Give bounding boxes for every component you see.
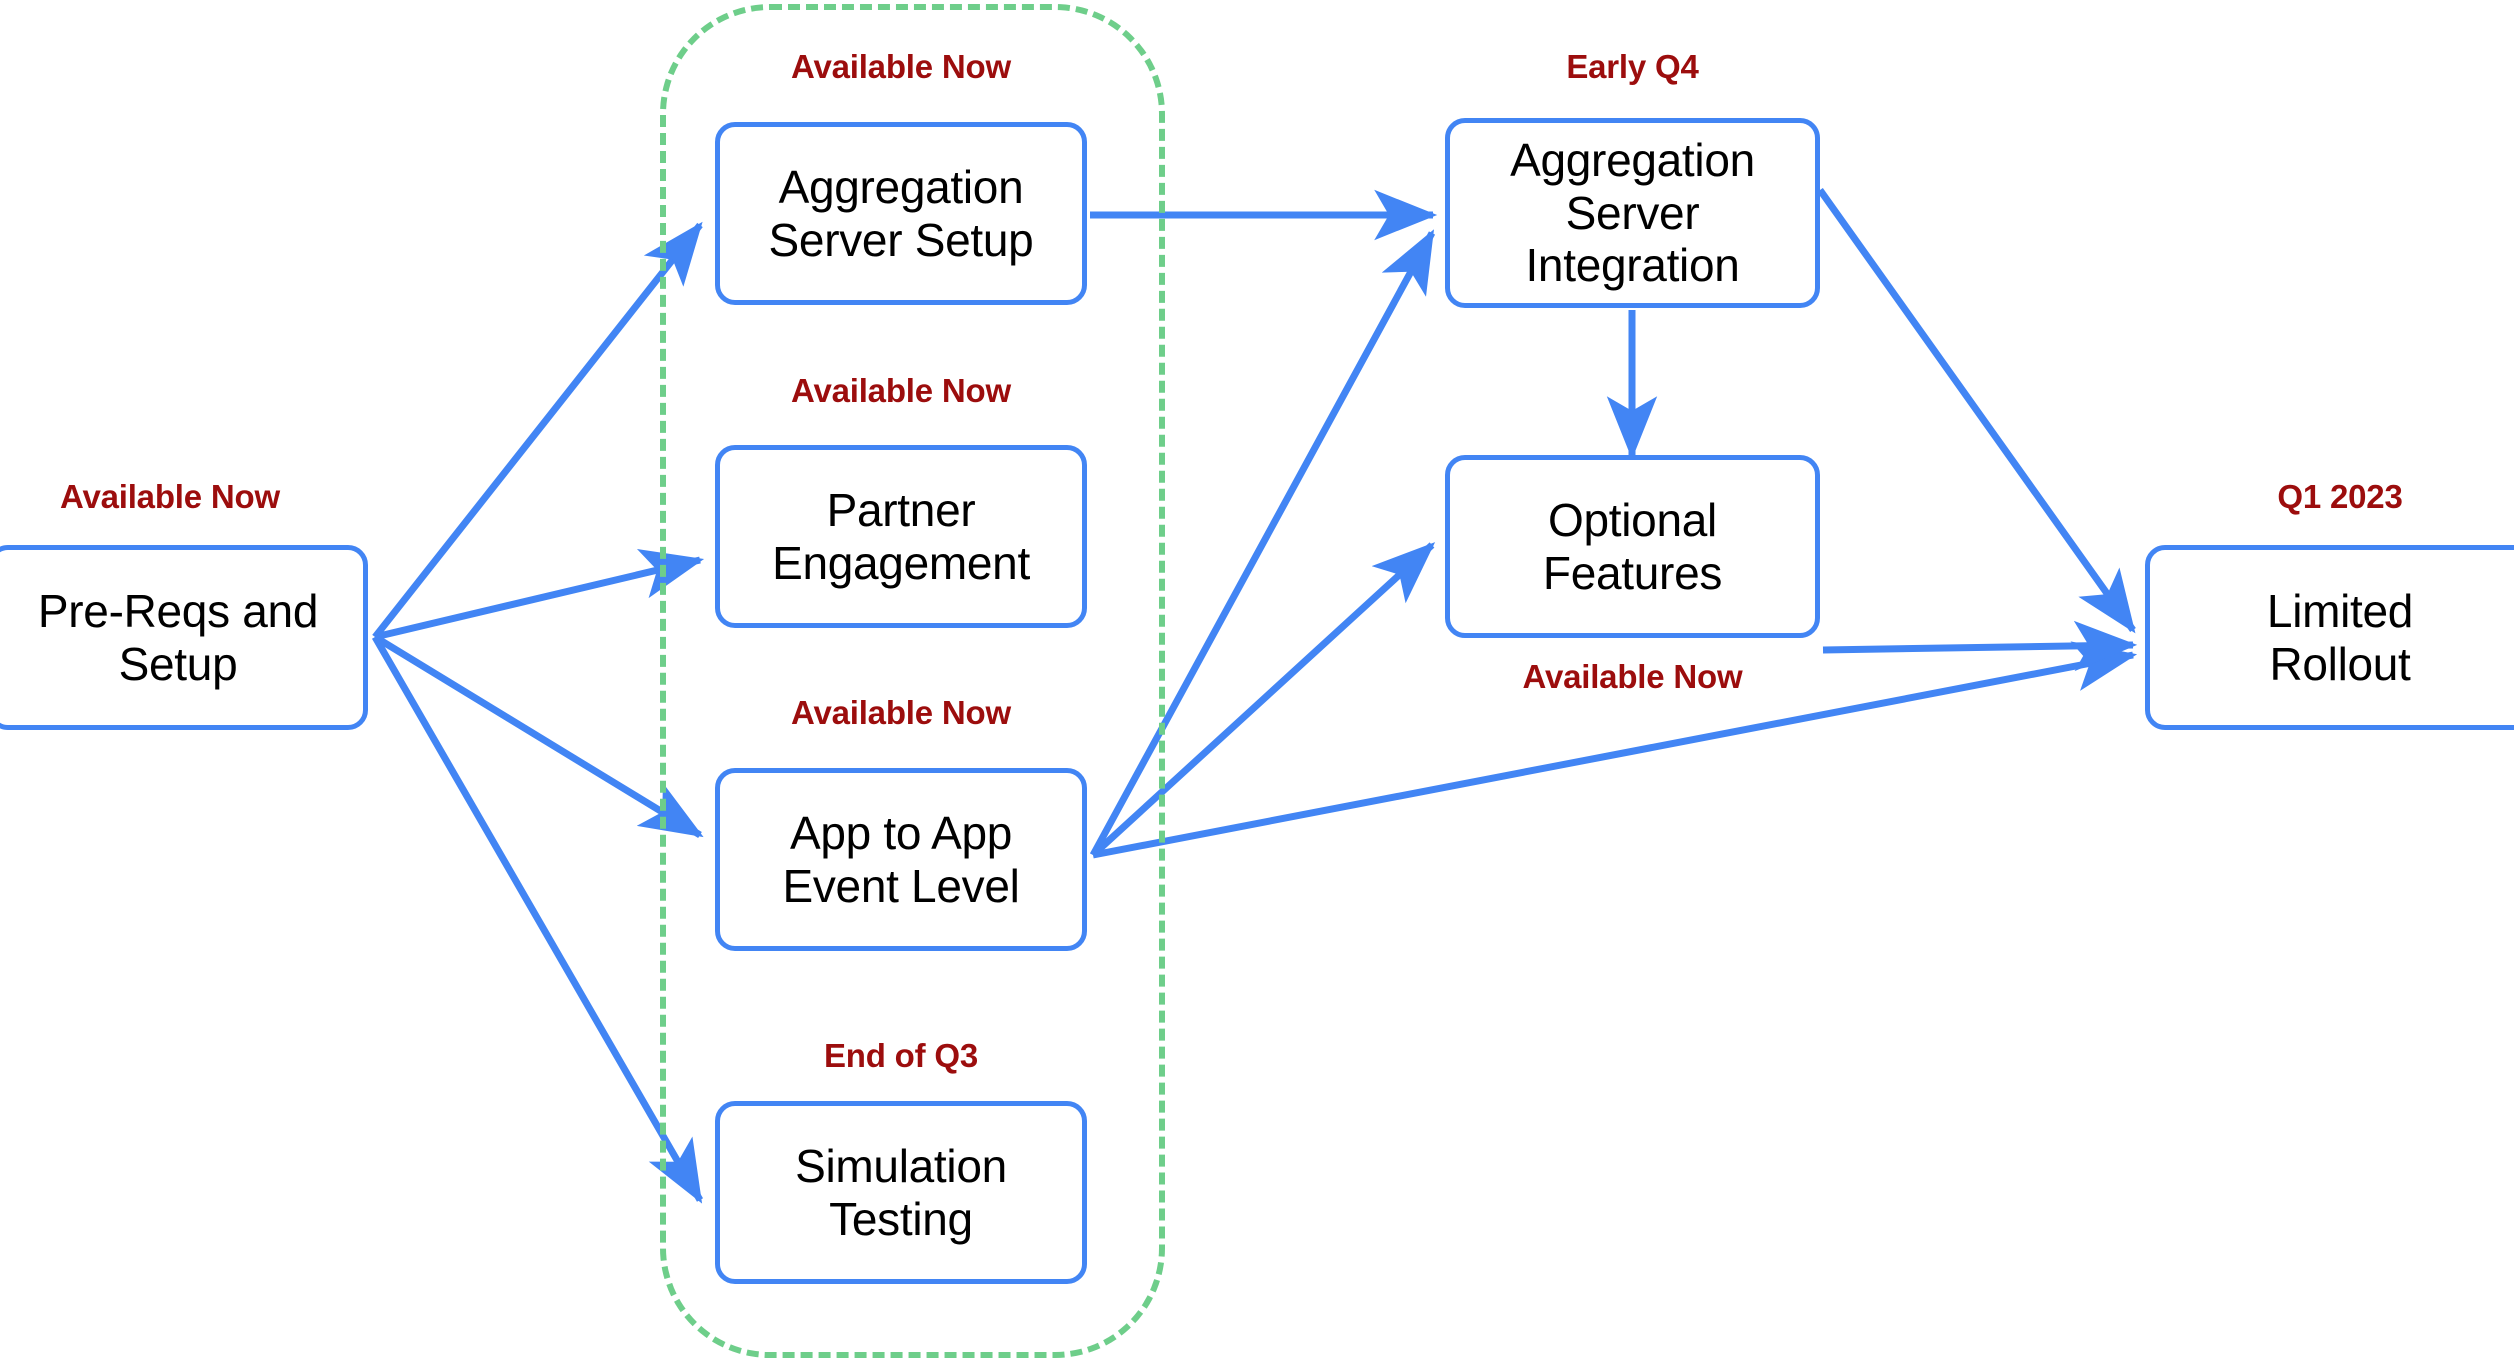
node-agg-server-integration-line1: Aggregation [1510, 134, 1755, 187]
node-optional-features[interactable]: Optional Features [1445, 455, 1820, 638]
node-agg-server-integration-label: Aggregation Server Integration [1494, 134, 1771, 291]
edge-app-to-app-to-optional [1090, 542, 1436, 858]
node-simulation-testing-label: Simulation Testing [779, 1140, 1023, 1245]
edge-app-to-app-to-agg-integration [1089, 229, 1436, 857]
node-optional-features-label: Optional Features [1527, 494, 1738, 599]
edge-optional-to-limited [1822, 620, 2138, 672]
edge-app-to-app-to-limited [1092, 641, 2138, 859]
node-limited-rollout-label: Limited Rollout [2251, 585, 2429, 690]
node-optional-features-line2: Features [1542, 546, 1723, 599]
node-agg-server-setup[interactable]: Aggregation Server Setup [715, 122, 1087, 305]
node-pre-reqs-line1: Pre-Reqs and [37, 585, 319, 638]
tag-agg-server-integration: Early Q4 [1566, 48, 1699, 85]
edge-prereqs-to-simulation [371, 635, 704, 1204]
node-limited-rollout[interactable]: Limited Rollout [2145, 545, 2514, 730]
node-agg-server-setup-line1: Aggregation [778, 161, 1024, 214]
edge-prereqs-to-app-to-app [373, 634, 704, 838]
tag-app-to-app: Available Now [791, 694, 1011, 731]
node-agg-server-setup-label: Aggregation Server Setup [753, 161, 1050, 266]
edge-prereqs-to-agg-setup [372, 221, 703, 640]
node-partner-engagement-label: Partner Engagement [756, 484, 1046, 589]
node-agg-server-integration[interactable]: Aggregation Server Integration [1445, 118, 1820, 308]
node-partner-engagement[interactable]: Partner Engagement [715, 445, 1087, 628]
tag-simulation-testing: End of Q3 [823, 1037, 979, 1074]
node-simulation-testing[interactable]: Simulation Testing [715, 1101, 1087, 1284]
tag-partner-engagement: Available Now [791, 372, 1011, 409]
node-pre-reqs-line2: Setup [118, 637, 238, 690]
node-app-to-app-line1: App to App [789, 807, 1013, 860]
node-pre-reqs-label: Pre-Reqs and Setup [22, 585, 334, 690]
node-pre-reqs[interactable]: Pre-Reqs and Setup [0, 545, 368, 730]
node-partner-engagement-line2: Engagement [772, 536, 1030, 589]
node-app-to-app-line2: Event Level [782, 859, 1020, 912]
tag-pre-reqs: Available Now [60, 478, 280, 515]
node-agg-server-setup-line2: Server Setup [768, 213, 1034, 266]
node-agg-server-integration-line2: Server [1565, 186, 1700, 239]
node-limited-rollout-line2: Rollout [2269, 637, 2411, 690]
node-app-to-app[interactable]: App to App Event Level [715, 768, 1087, 951]
node-agg-server-integration-line3: Integration [1525, 239, 1740, 292]
node-app-to-app-label: App to App Event Level [766, 807, 1035, 912]
node-limited-rollout-line1: Limited [2266, 585, 2414, 638]
edge-prereqs-to-partner [374, 549, 705, 641]
edge-agg-integration-to-limited [1817, 187, 2136, 634]
tag-optional-features: Available Now [1522, 658, 1743, 695]
tag-agg-server-setup: Available Now [791, 48, 1011, 85]
node-partner-engagement-line1: Partner [826, 484, 976, 537]
node-simulation-testing-line2: Testing [829, 1192, 973, 1245]
node-optional-features-line1: Optional [1548, 494, 1717, 547]
node-simulation-testing-line1: Simulation [795, 1140, 1007, 1193]
tag-limited-rollout: Q1 2023 [2277, 478, 2403, 515]
